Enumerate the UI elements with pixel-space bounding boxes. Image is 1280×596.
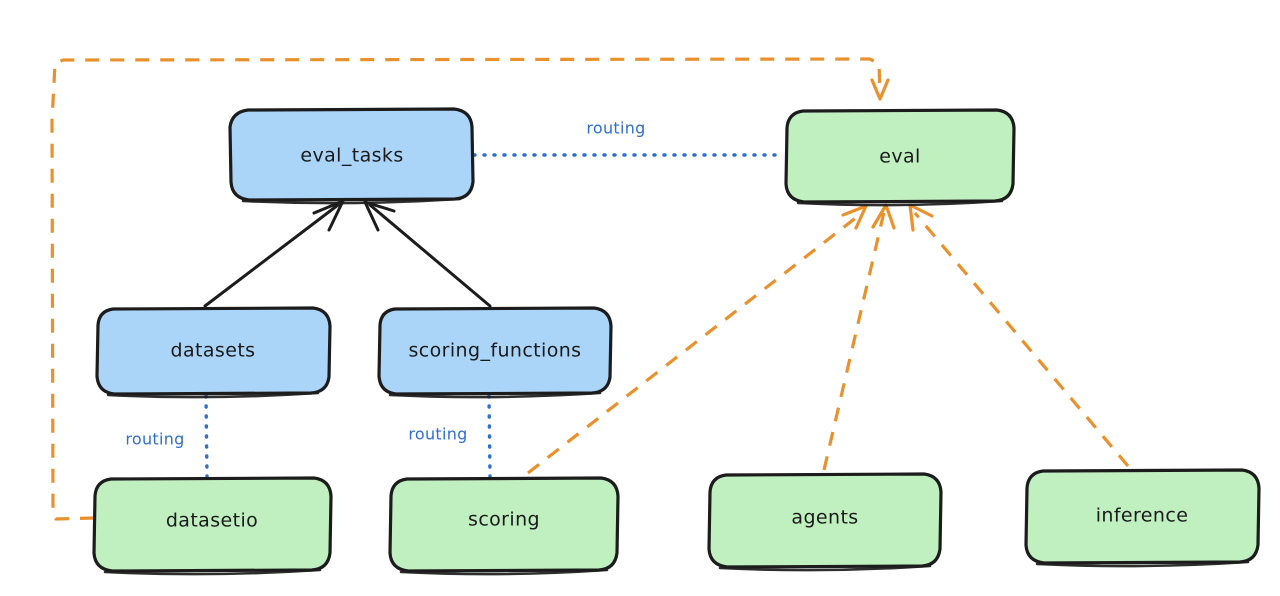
node-inference[interactable]: inference	[1024, 468, 1261, 568]
node-scoring_functions[interactable]: scoring_functions	[377, 306, 613, 399]
edge-label-routing-eval-tasks: routing	[586, 119, 645, 138]
node-eval-label: eval	[879, 146, 920, 168]
node-datasets-sketch-accent	[106, 391, 320, 399]
node-datasets-label: datasets	[171, 340, 256, 362]
node-scoring[interactable]: scoring	[388, 476, 620, 576]
edge-label-routing-datasets: routing	[125, 430, 184, 449]
node-eval_tasks[interactable]: eval_tasks	[228, 107, 475, 205]
arrowhead-datasetio-eval	[870, 78, 890, 101]
node-eval_tasks-label: eval_tasks	[300, 145, 403, 167]
node-eval[interactable]: eval	[784, 108, 1016, 207]
edge-scoring-functions-eval-tasks	[368, 203, 492, 308]
node-scoring_functions-label: scoring_functions	[409, 340, 582, 362]
node-datasetio-sketch-accent	[103, 568, 322, 576]
node-inference-sketch-accent	[1035, 560, 1250, 568]
node-agents-sketch-accent	[718, 564, 932, 572]
edge-label-routing-scoring-functions: routing	[408, 425, 467, 444]
node-inference-label: inference	[1096, 505, 1189, 527]
arrowhead-inference-eval	[908, 203, 934, 232]
node-scoring-label: scoring	[468, 509, 540, 531]
edge-scoring-functions-scoring	[487, 394, 492, 479]
node-datasetio[interactable]: datasetio	[92, 476, 333, 576]
node-scoring_functions-sketch-accent	[388, 391, 602, 399]
node-agents[interactable]: agents	[707, 472, 943, 572]
edge-inference-eval	[913, 211, 1130, 468]
edge-label-group: routing routing routing	[125, 119, 645, 449]
edge-datasets-datasetio	[204, 394, 209, 479]
edge-group-solid-api	[203, 199, 492, 308]
node-scoring-sketch-accent	[399, 568, 609, 576]
edge-scoring-eval	[527, 211, 863, 475]
edge-datasets-eval-tasks	[203, 203, 340, 308]
node-datasets[interactable]: datasets	[95, 306, 332, 399]
edge-group-dotted-routing	[204, 153, 786, 479]
node-eval-sketch-accent	[796, 199, 1004, 207]
node-agents-label: agents	[791, 507, 858, 529]
edge-agents-eval	[822, 211, 886, 471]
node-datasetio-label: datasetio	[166, 510, 258, 532]
node-eval_tasks-sketch-accent	[241, 197, 462, 205]
